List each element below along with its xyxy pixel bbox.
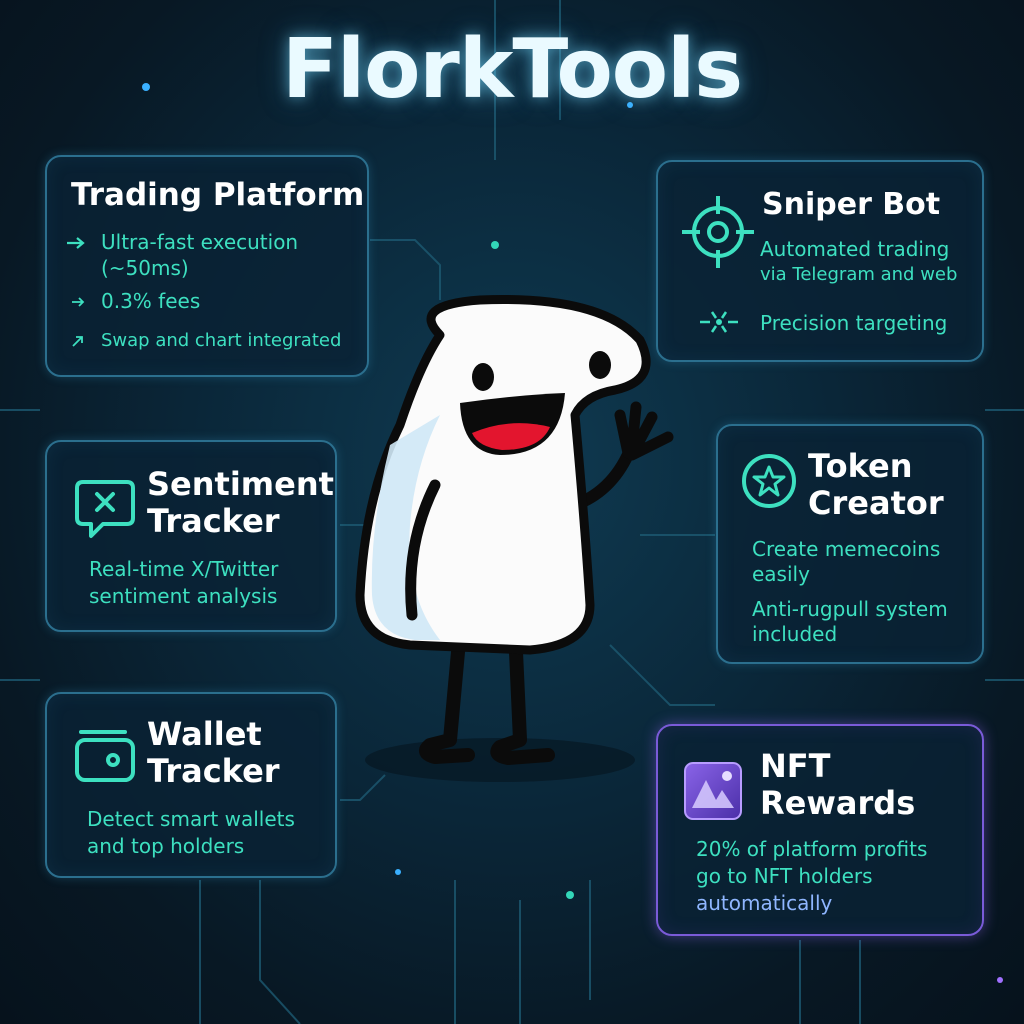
wallet-title-line2: Tracker (147, 752, 280, 790)
trading-feature-execution: Ultra-fast execution (101, 230, 299, 254)
wallet-title-line1: Wallet (147, 715, 262, 753)
token-line-1: Create memecoins (752, 537, 941, 561)
trading-feature-fees: 0.3% fees (101, 289, 201, 313)
wallet-line-1: Detect smart wallets (87, 807, 295, 831)
trading-platform-card[interactable]: Trading Platform Ultra-fast execution (~… (45, 155, 369, 377)
nft-title-line1: NFT (760, 747, 831, 785)
nft-line-1: 20% of platform profits (696, 837, 928, 861)
sentiment-title-line2: Tracker (147, 502, 280, 540)
nft-image-icon (682, 760, 744, 826)
chat-x-icon (73, 478, 137, 544)
token-line-3: Anti-rugpull system (752, 597, 948, 621)
token-line-2: easily (752, 562, 810, 586)
sniper-bot-title: Sniper Bot (762, 187, 941, 222)
token-creator-card[interactable]: Token Creator Create memecoins easily An… (716, 424, 984, 664)
sentiment-line-2: sentiment analysis (89, 584, 278, 608)
sentiment-line-1: Real-time X/Twitter (89, 557, 279, 581)
nft-rewards-card[interactable]: NFT Rewards 20% of platform profits go t… (656, 724, 984, 936)
flork-mascot (355, 295, 674, 782)
nft-line-2: go to NFT holders (696, 864, 873, 888)
wallet-icon (73, 728, 137, 788)
star-coin-icon (740, 452, 798, 514)
nft-line-3: automatically (696, 891, 833, 915)
wallet-tracker-card[interactable]: Wallet Tracker Detect smart wallets and … (45, 692, 337, 878)
trading-platform-title: Trading Platform (71, 177, 365, 213)
nft-title-line2: Rewards (760, 784, 916, 822)
arrow-right-icon (71, 294, 87, 313)
target-burst-icon (696, 308, 742, 340)
token-line-4: included (752, 622, 838, 646)
trading-feature-latency: (~50ms) (101, 256, 189, 280)
crosshair-icon (680, 194, 756, 274)
trading-feature-swap: Swap and chart integrated (101, 330, 342, 351)
sentiment-title-line1: Sentiment (147, 465, 334, 503)
wallet-line-2: and top holders (87, 834, 245, 858)
arrow-up-right-icon (71, 333, 85, 352)
sniper-line-2: via Telegram and web (760, 264, 958, 285)
sniper-line-1: Automated trading (760, 237, 950, 261)
sniper-feature-precision: Precision targeting (760, 311, 948, 335)
sniper-bot-card[interactable]: Sniper Bot Automated trading via Telegra… (656, 160, 984, 362)
arrow-right-icon (65, 235, 87, 255)
page-title: FlorkTools (281, 22, 743, 117)
token-title-line2: Creator (808, 484, 944, 522)
sentiment-tracker-card[interactable]: Sentiment Tracker Real-time X/Twitter se… (45, 440, 337, 632)
token-title-line1: Token (808, 447, 913, 485)
